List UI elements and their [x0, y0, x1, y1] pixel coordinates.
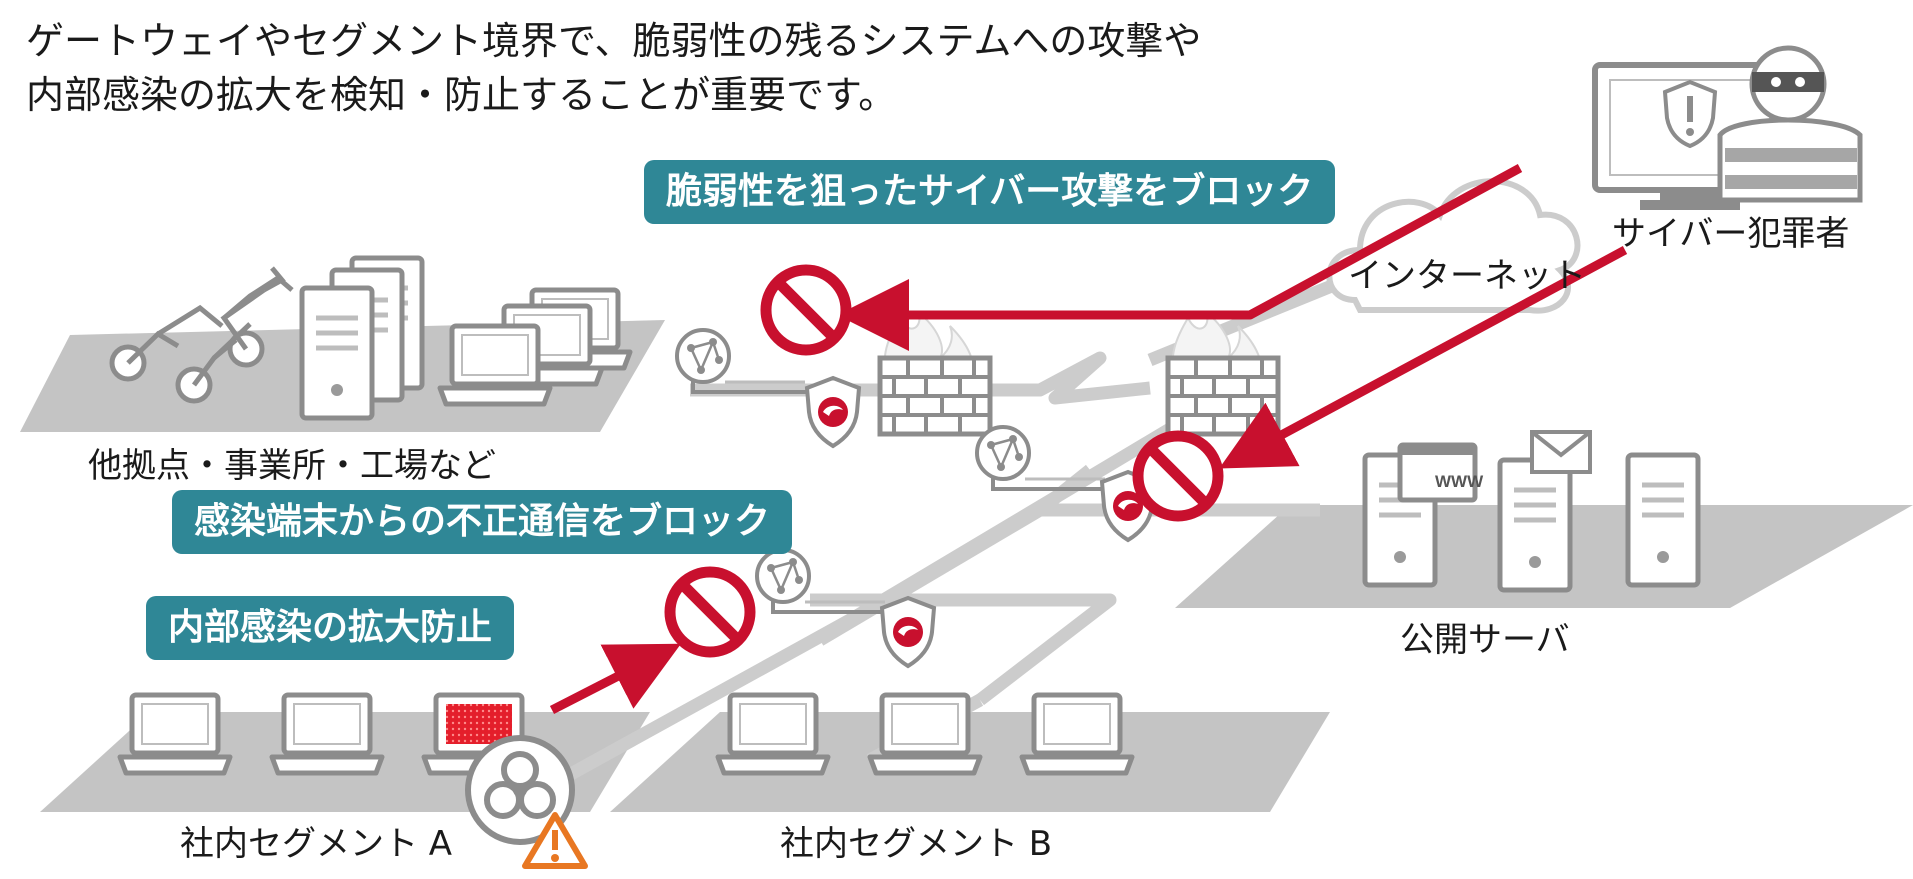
robot-arm-icon [109, 266, 294, 404]
label-branch-sites: 他拠点・事業所・工場など [88, 446, 496, 486]
public-servers [1365, 430, 1698, 590]
label-segment-a: 社内セグメント A [180, 824, 453, 864]
label-segment-b: 社内セグメント B [780, 824, 1053, 864]
callout-block-cyber-attack: 脆弱性を狙ったサイバー攻撃をブロック [644, 160, 1336, 224]
label-cyber-criminal: サイバー犯罪者 [1612, 214, 1850, 254]
headline-line-2: 内部感染の拡大を検知・防止することが重要です。 [26, 73, 897, 117]
attack-arrows [549, 164, 1628, 715]
segment-a-laptops [120, 692, 537, 776]
hacker-icon [1592, 45, 1863, 210]
firewall-icon-right [1168, 312, 1278, 434]
block-icon-2 [1138, 436, 1218, 516]
warning-icon [522, 812, 588, 869]
network-node-icon-3 [755, 548, 897, 614]
biohazard-icon [465, 735, 575, 845]
segment-b-laptops [718, 695, 1132, 773]
block-icon-1 [766, 270, 846, 350]
block-icon-3 [670, 572, 750, 652]
shield-icon-3 [880, 596, 936, 668]
label-internet: インターネット [1348, 256, 1586, 296]
headline: ゲートウェイやセグメント境界で、脆弱性の残るシステムへの攻撃や 内部感染の拡大を… [26, 14, 1201, 122]
firewall-icon-left [880, 312, 990, 434]
callout-block-infected-comm: 感染端末からの不正通信をブロック [172, 490, 793, 554]
headline-line-1: ゲートウェイやセグメント境界で、脆弱性の残るシステムへの攻撃や [26, 19, 1202, 63]
mail-icon [1530, 430, 1592, 474]
www-label: WWW [1435, 472, 1484, 491]
label-public-servers: 公開サーバ [1400, 620, 1570, 660]
callout-prevent-internal-spread: 内部感染の拡大防止 [146, 596, 515, 660]
network-node-icon-2 [975, 425, 1117, 491]
branch-servers [302, 258, 422, 418]
shield-icon-1 [805, 376, 861, 448]
